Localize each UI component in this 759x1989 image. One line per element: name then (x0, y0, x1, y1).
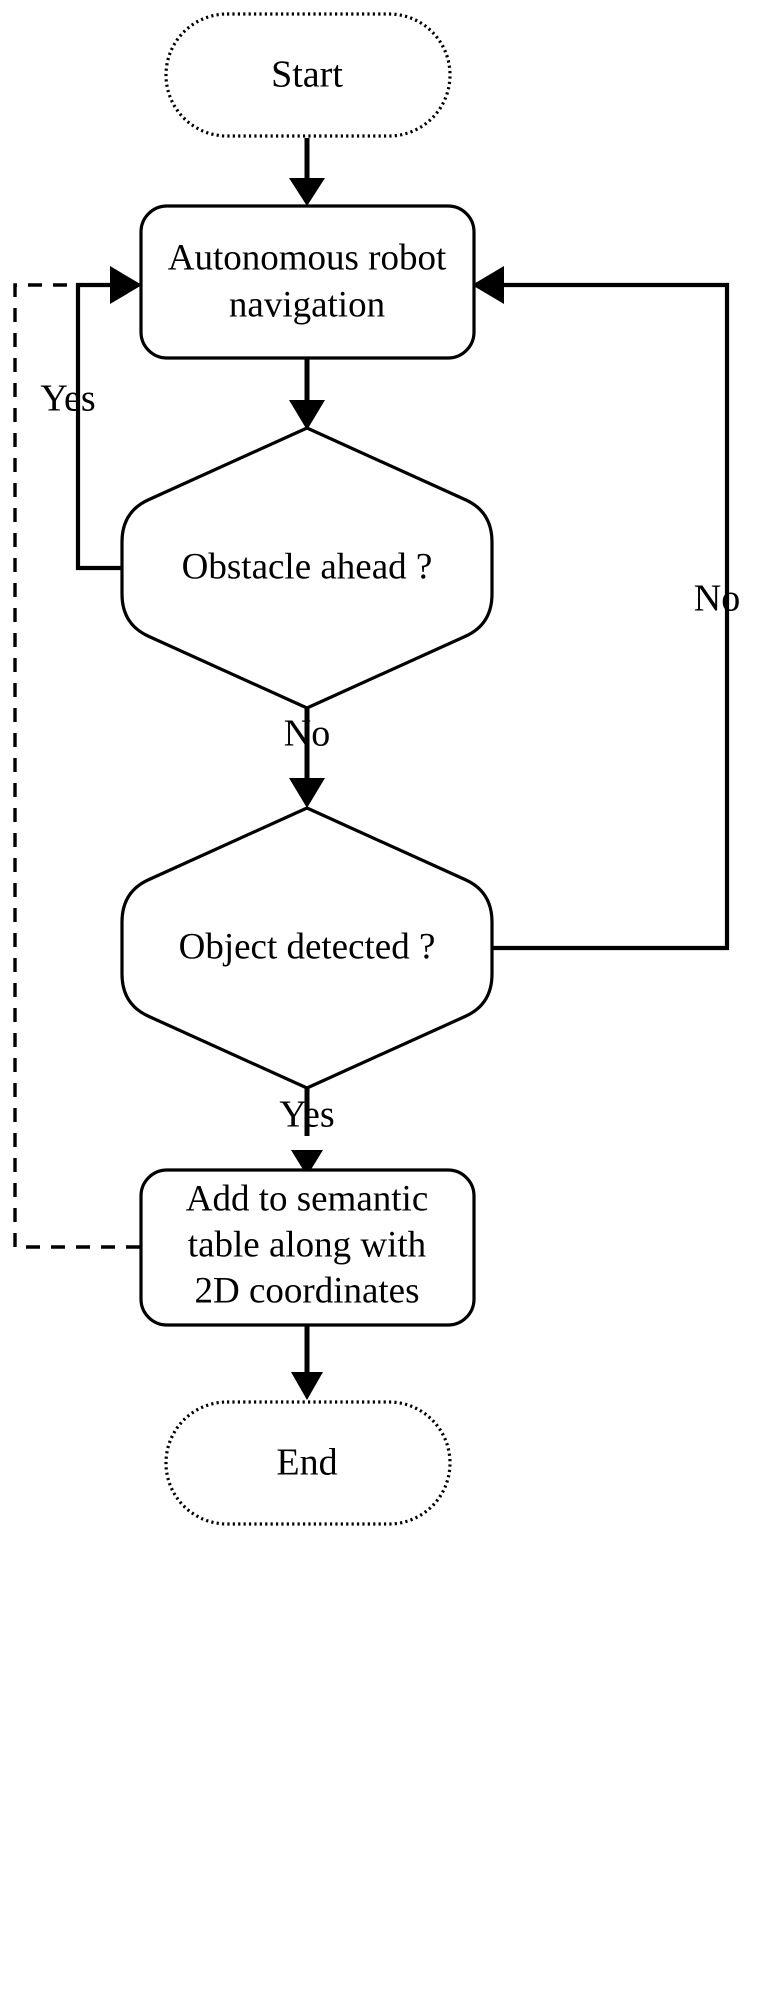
arrow-head-icon (110, 266, 142, 304)
arrow-head-icon (291, 1150, 323, 1176)
semantic-table-label-line2: table along with (188, 1224, 427, 1265)
edge-semantic-table-to-end (291, 1325, 323, 1400)
arrow-head-icon (289, 778, 325, 808)
obstacle-shape (120, 426, 494, 710)
node-end[interactable]: End (164, 1400, 452, 1526)
start-label: Start (271, 54, 343, 96)
object-shape (120, 806, 494, 1090)
semantic-table-label-line3: 2D coordinates (194, 1270, 419, 1311)
edge-label-obstacle-yes: Yes (40, 378, 95, 420)
arrow-head-icon (291, 1372, 323, 1400)
edge-object-yes-to-semantic-table (291, 1088, 323, 1176)
navigation-label-line2: navigation (229, 284, 385, 325)
edge-label-object-yes: Yes (279, 1094, 334, 1136)
end-shape (164, 1400, 452, 1526)
object-label: Object detected ? (179, 926, 436, 967)
arrow-head-icon (472, 266, 504, 304)
edge-semantic-table-dashed-to-navigation (13, 283, 140, 1249)
edge-start-to-navigation (289, 138, 325, 206)
node-navigation[interactable]: Autonomous robot navigation (139, 204, 476, 360)
node-start[interactable]: Start (164, 12, 452, 138)
edge-obstacle-no-to-object (289, 708, 325, 808)
edge-navigation-to-obstacle (289, 358, 325, 430)
edge-label-object-no: No (694, 578, 740, 620)
node-object-decision[interactable]: Object detected ? (120, 806, 494, 1090)
end-label: End (276, 1442, 337, 1484)
semantic-table-shape (139, 1168, 476, 1327)
arrow-head-icon (289, 178, 325, 206)
navigation-label-line1: Autonomous robot (168, 237, 447, 278)
arrow-head-icon (289, 400, 325, 430)
edge-obstacle-yes-to-navigation (75, 266, 142, 571)
node-obstacle-decision[interactable]: Obstacle ahead ? (120, 426, 494, 710)
semantic-table-label-line1: Add to semantic (186, 1178, 429, 1219)
obstacle-label: Obstacle ahead ? (182, 546, 433, 587)
node-semantic-table[interactable]: Add to semantic table along with 2D coor… (139, 1168, 476, 1327)
edge-object-no-to-navigation (472, 266, 730, 951)
start-shape (164, 12, 452, 138)
edge-label-obstacle-no: No (284, 713, 330, 755)
navigation-shape (139, 204, 476, 360)
